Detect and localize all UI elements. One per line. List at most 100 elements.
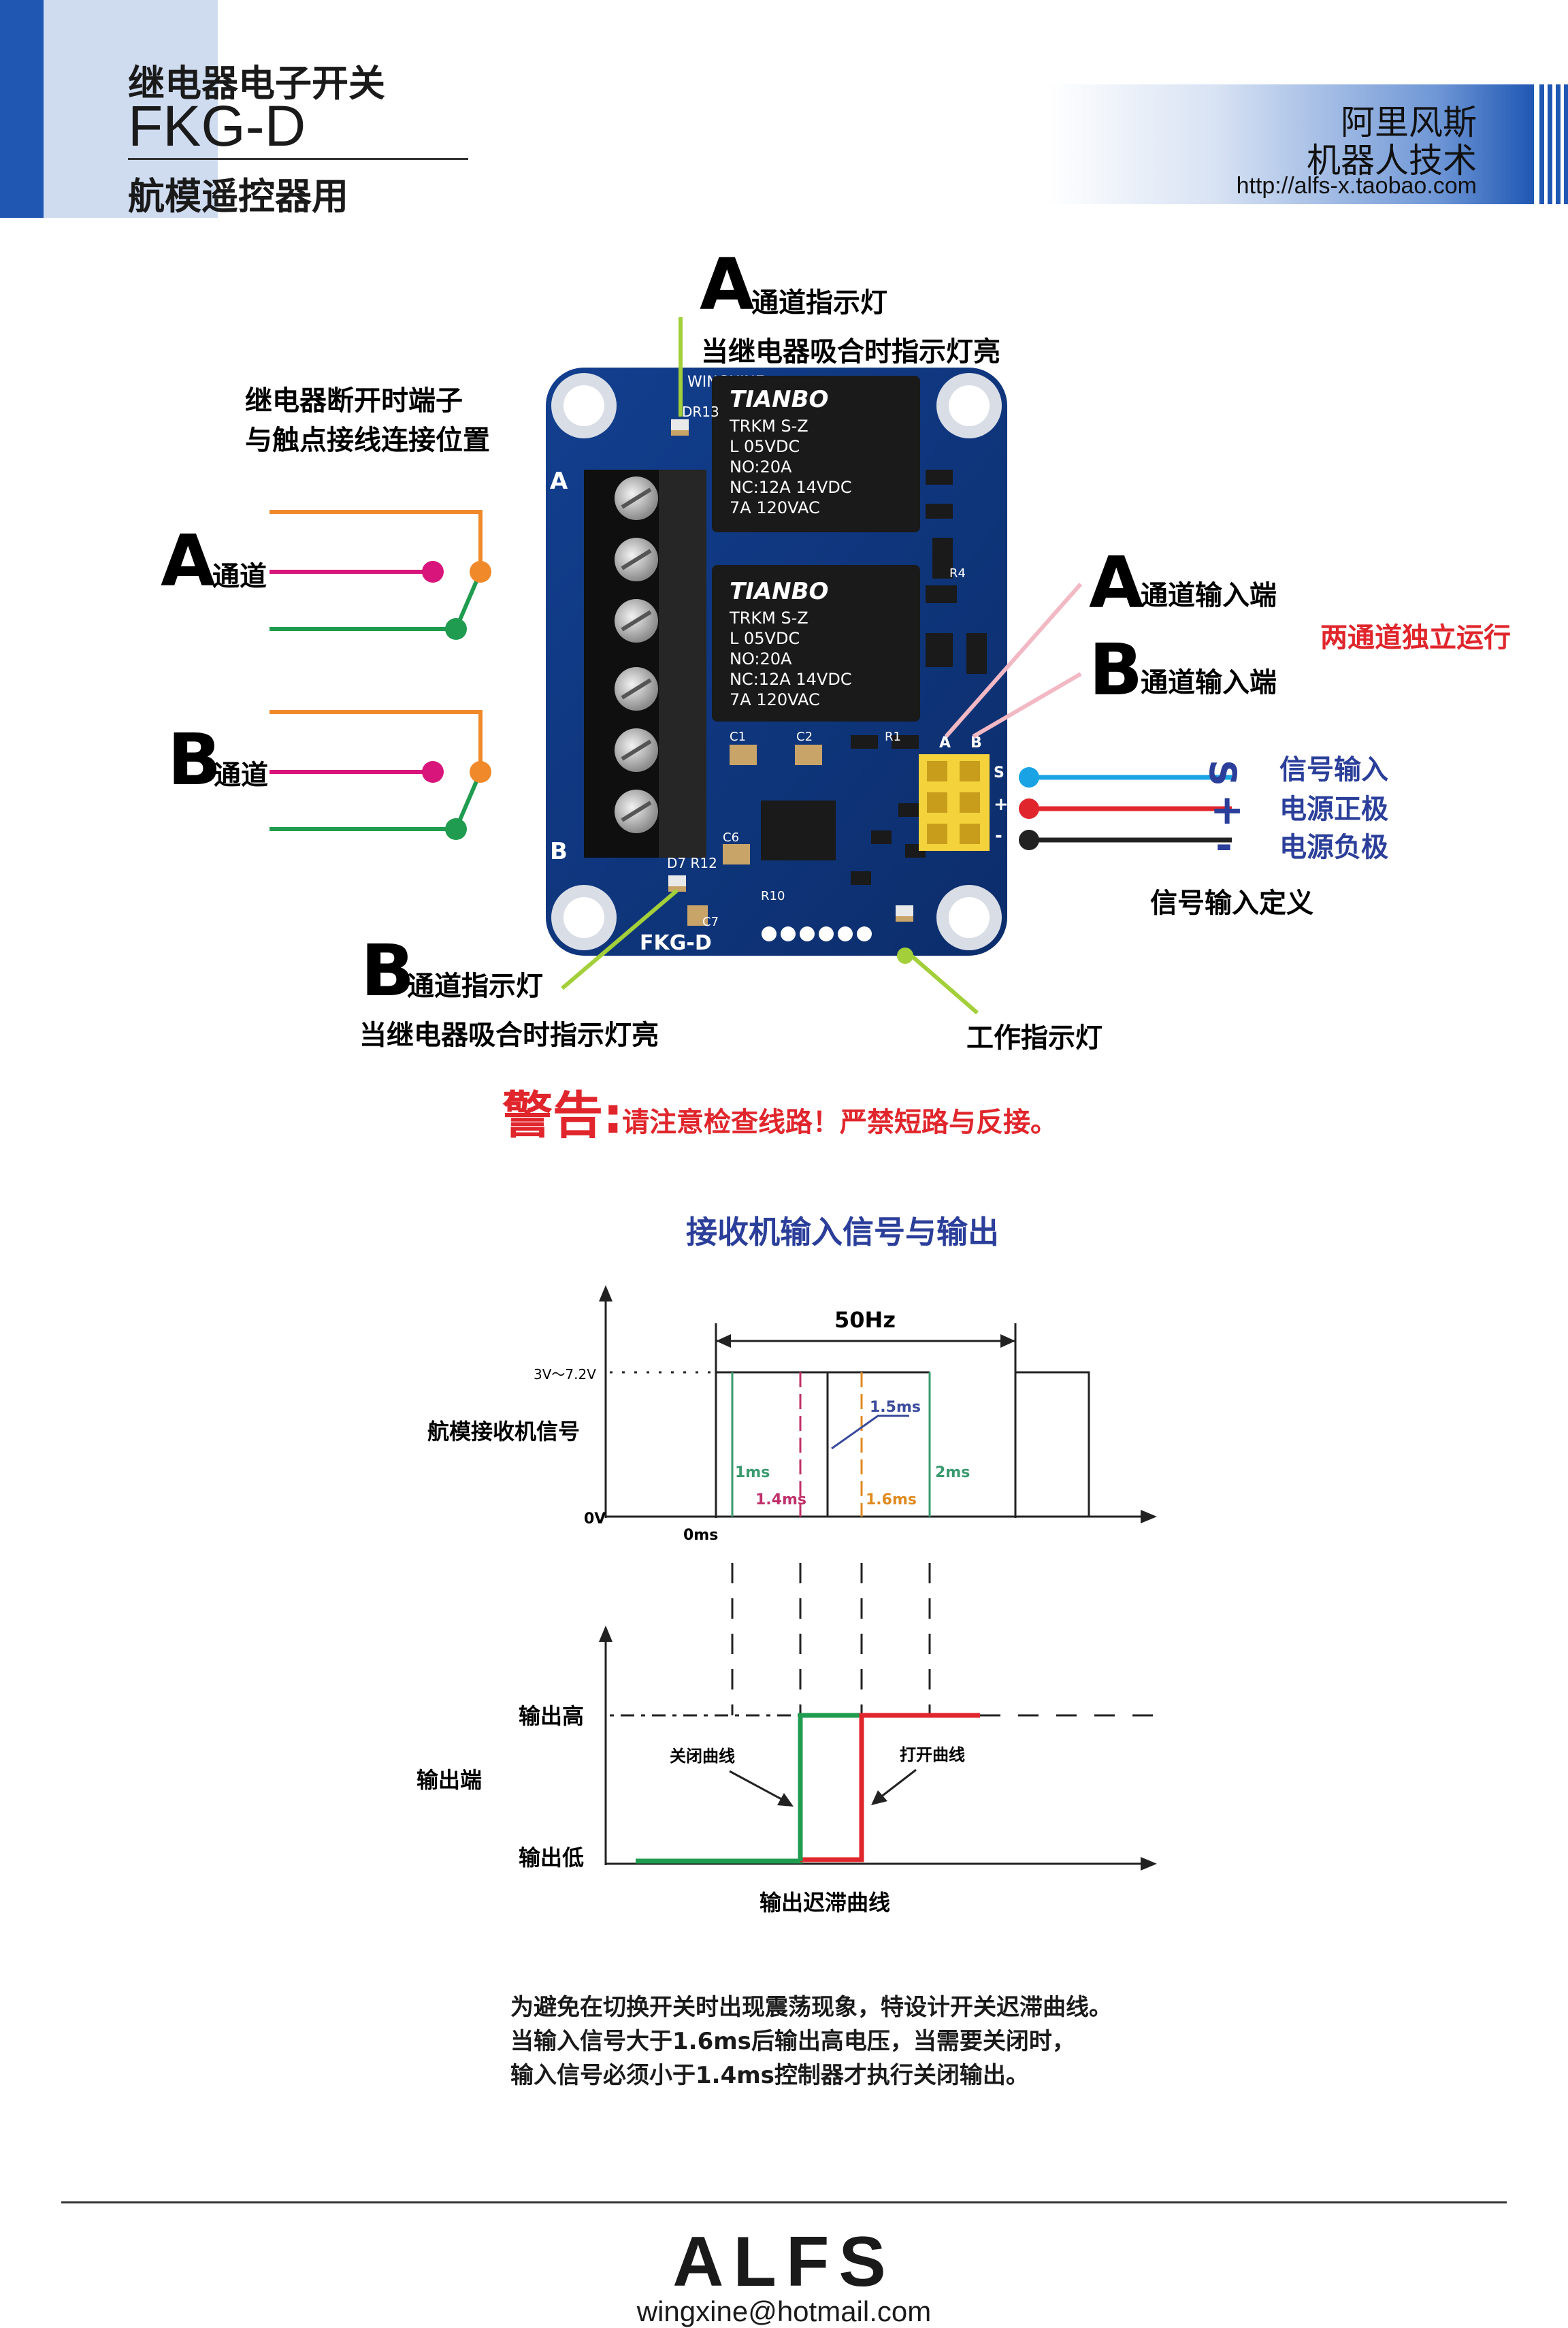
work-led-label: 工作指示灯	[966, 1022, 1102, 1054]
projection-lines	[731, 1563, 931, 1715]
note-line-3: 输入信号必须小于1.4ms控制器才执行关闭输出。	[510, 2062, 1029, 2089]
sig-minus: -	[1215, 822, 1232, 869]
a-led-title: 通道指示灯	[751, 287, 887, 319]
t-14ms: 1.4ms	[755, 1491, 806, 1508]
led-a	[671, 419, 689, 436]
pin-label-plus: +	[994, 794, 1009, 815]
t-1ms: 1ms	[735, 1464, 770, 1481]
pin-label-b: B	[970, 734, 982, 751]
silk-d7r12: D7 R12	[667, 855, 717, 871]
out-low-label: 输出低	[519, 1845, 584, 1871]
open-arrow-head	[871, 1790, 887, 1805]
silk-c6: C6	[723, 830, 739, 845]
silk-a: A	[550, 468, 568, 495]
mount-hole-bl	[551, 885, 617, 950]
relay-a-brand: TIANBO	[730, 386, 828, 413]
relay-b-line1: TRKM S-Z	[729, 609, 808, 628]
wire-signal-dot	[1019, 767, 1039, 788]
relay-a-line1: TRKM S-Z	[729, 417, 808, 436]
channel-b-wires	[270, 710, 483, 831]
freq-arrow-left	[716, 1334, 731, 1348]
wire-positive-dot	[1019, 798, 1039, 819]
relay-b-line2: L 05VDC	[730, 629, 800, 648]
leader-work-led	[904, 948, 979, 1015]
a-input-letter: A	[1089, 541, 1144, 624]
freq-label: 50Hz	[834, 1307, 896, 1333]
capacitors	[687, 745, 822, 926]
out-label: 输出端	[416, 1767, 482, 1793]
header-accent-bar	[0, 0, 44, 218]
led-b	[668, 875, 686, 892]
product-subtitle: 航模遥控器用	[128, 175, 348, 218]
relay-b-line3: NO:20A	[730, 649, 792, 668]
banner-stripes	[1539, 84, 1568, 204]
ch-a-label: 通道	[212, 561, 267, 592]
warning-text: 请注意检查线路！严禁短路与反接。	[622, 1107, 1058, 1138]
relay-b-line4: NC:12A 14VDC	[730, 670, 852, 689]
silk-r4: R4	[949, 566, 966, 581]
silk-dr13: DR13	[682, 404, 719, 420]
silk-r1: R1	[885, 730, 901, 744]
input-y-arrow	[599, 1285, 612, 1302]
t-2ms: 2ms	[935, 1464, 970, 1481]
b-led-title: 通道指示灯	[407, 971, 543, 1002]
terminal-screws	[615, 476, 658, 833]
ch-b-dot-com	[470, 761, 491, 783]
silk-c7: C7	[702, 915, 719, 929]
sig-definition: 信号输入定义	[1150, 888, 1313, 919]
hyst-title: 输出迟滞曲线	[760, 1890, 890, 1915]
pulse2	[1015, 1371, 1090, 1517]
pwr-pos-label: 电源正极	[1279, 794, 1388, 825]
timing-diagram: 接收机输入信号与输出 50Hz 3V～7.2V 航模接收机信号 0V 0ms 1…	[416, 1214, 1157, 1915]
zero-v: 0V	[584, 1510, 606, 1527]
b-input-label: 通道输入端	[1141, 667, 1277, 698]
freq-arrow-right	[1000, 1334, 1015, 1348]
close-curve-label: 关闭曲线	[670, 1747, 735, 1766]
relay-b-brand: TIANBO	[730, 578, 828, 605]
volt-label: 3V～7.2V	[534, 1366, 596, 1383]
silk-c1: C1	[730, 730, 746, 744]
leader-b-led	[561, 888, 679, 990]
sig-input-label: 信号输入	[1279, 754, 1388, 786]
led-work	[896, 905, 913, 922]
close-curve-line	[636, 1713, 862, 1864]
product-model: FKG-D	[128, 94, 306, 158]
ch-a-dot-no	[445, 618, 467, 640]
mount-hole-br	[936, 885, 1002, 950]
pin-label-minus: -	[995, 826, 1002, 846]
pin-header	[919, 754, 990, 851]
timing-title: 接收机输入信号与输出	[686, 1214, 999, 1250]
silk-b: B	[550, 838, 568, 865]
product-title: 继电器电子开关	[128, 62, 385, 105]
relay-a-line4: NC:12A 14VDC	[730, 478, 852, 497]
pin-label-a: A	[939, 734, 951, 751]
pin-label-s: S	[994, 764, 1004, 781]
ch-a-dot-com	[470, 561, 491, 583]
ch-a-dot-nc	[422, 561, 444, 583]
footer-email: wingxine@hotmail.com	[636, 2295, 932, 2327]
output-y-arrow	[599, 1626, 612, 1642]
note-line-1: 为避免在切换开关时出现震荡现象，特设计开关迟滞曲线。	[510, 1994, 1112, 2021]
nc-terminal-line2: 与触点接线连接位置	[245, 425, 490, 456]
company-name-line1: 阿里风斯	[1341, 103, 1477, 142]
b-led-letter: B	[361, 929, 414, 1012]
ic-chip	[761, 801, 836, 860]
leader-b-input	[972, 672, 1082, 739]
header-rule	[128, 158, 468, 160]
input-x-arrow	[1141, 1510, 1157, 1523]
relay-a: TIANBO TRKM S-Z L 05VDC NO:20A NC:12A 14…	[712, 376, 920, 532]
independent-note: 两通道独立运行	[1320, 622, 1511, 653]
mount-hole-tr	[936, 373, 1002, 438]
close-arrow-head	[777, 1793, 794, 1807]
a-led-letter: A	[700, 243, 755, 326]
t-16ms: 1.6ms	[866, 1491, 917, 1508]
t-15ms: 1.5ms	[870, 1399, 921, 1416]
channel-a-wires	[270, 510, 483, 631]
silk-r10: R10	[761, 889, 785, 903]
relay-b: TIANBO TRKM S-Z L 05VDC NO:20A NC:12A 14…	[712, 565, 920, 722]
out-high-label: 输出高	[519, 1703, 584, 1729]
header-accent-box	[44, 0, 218, 218]
output-x-arrow	[1141, 1857, 1157, 1871]
sig-s: S	[1201, 760, 1244, 786]
relay-a-line3: NO:20A	[730, 457, 792, 476]
